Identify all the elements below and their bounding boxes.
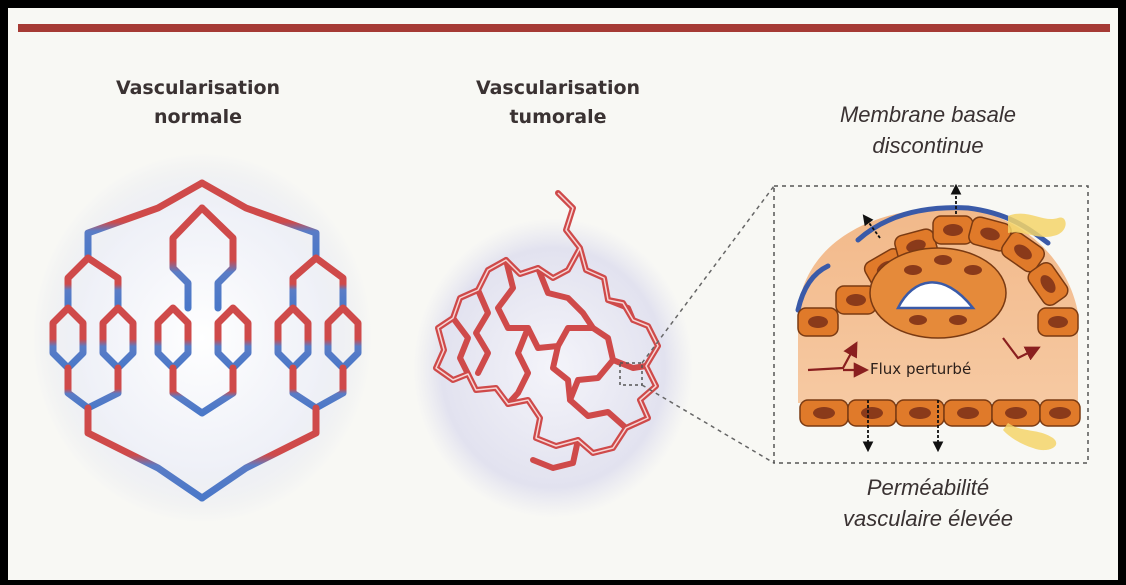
inner-cell-cluster [870, 248, 1006, 338]
vessel-inset [774, 186, 1088, 463]
tumoral-vascular-network [413, 186, 774, 518]
pericyte-bottom [1003, 423, 1056, 450]
illustration-svg [8, 8, 1118, 580]
figure-canvas: Vascularisation normale Vascularisation … [8, 8, 1118, 580]
normal-vascular-tree [32, 153, 372, 523]
endothelial-floor [800, 400, 1080, 426]
flux-label: Flux perturbé [870, 360, 971, 378]
